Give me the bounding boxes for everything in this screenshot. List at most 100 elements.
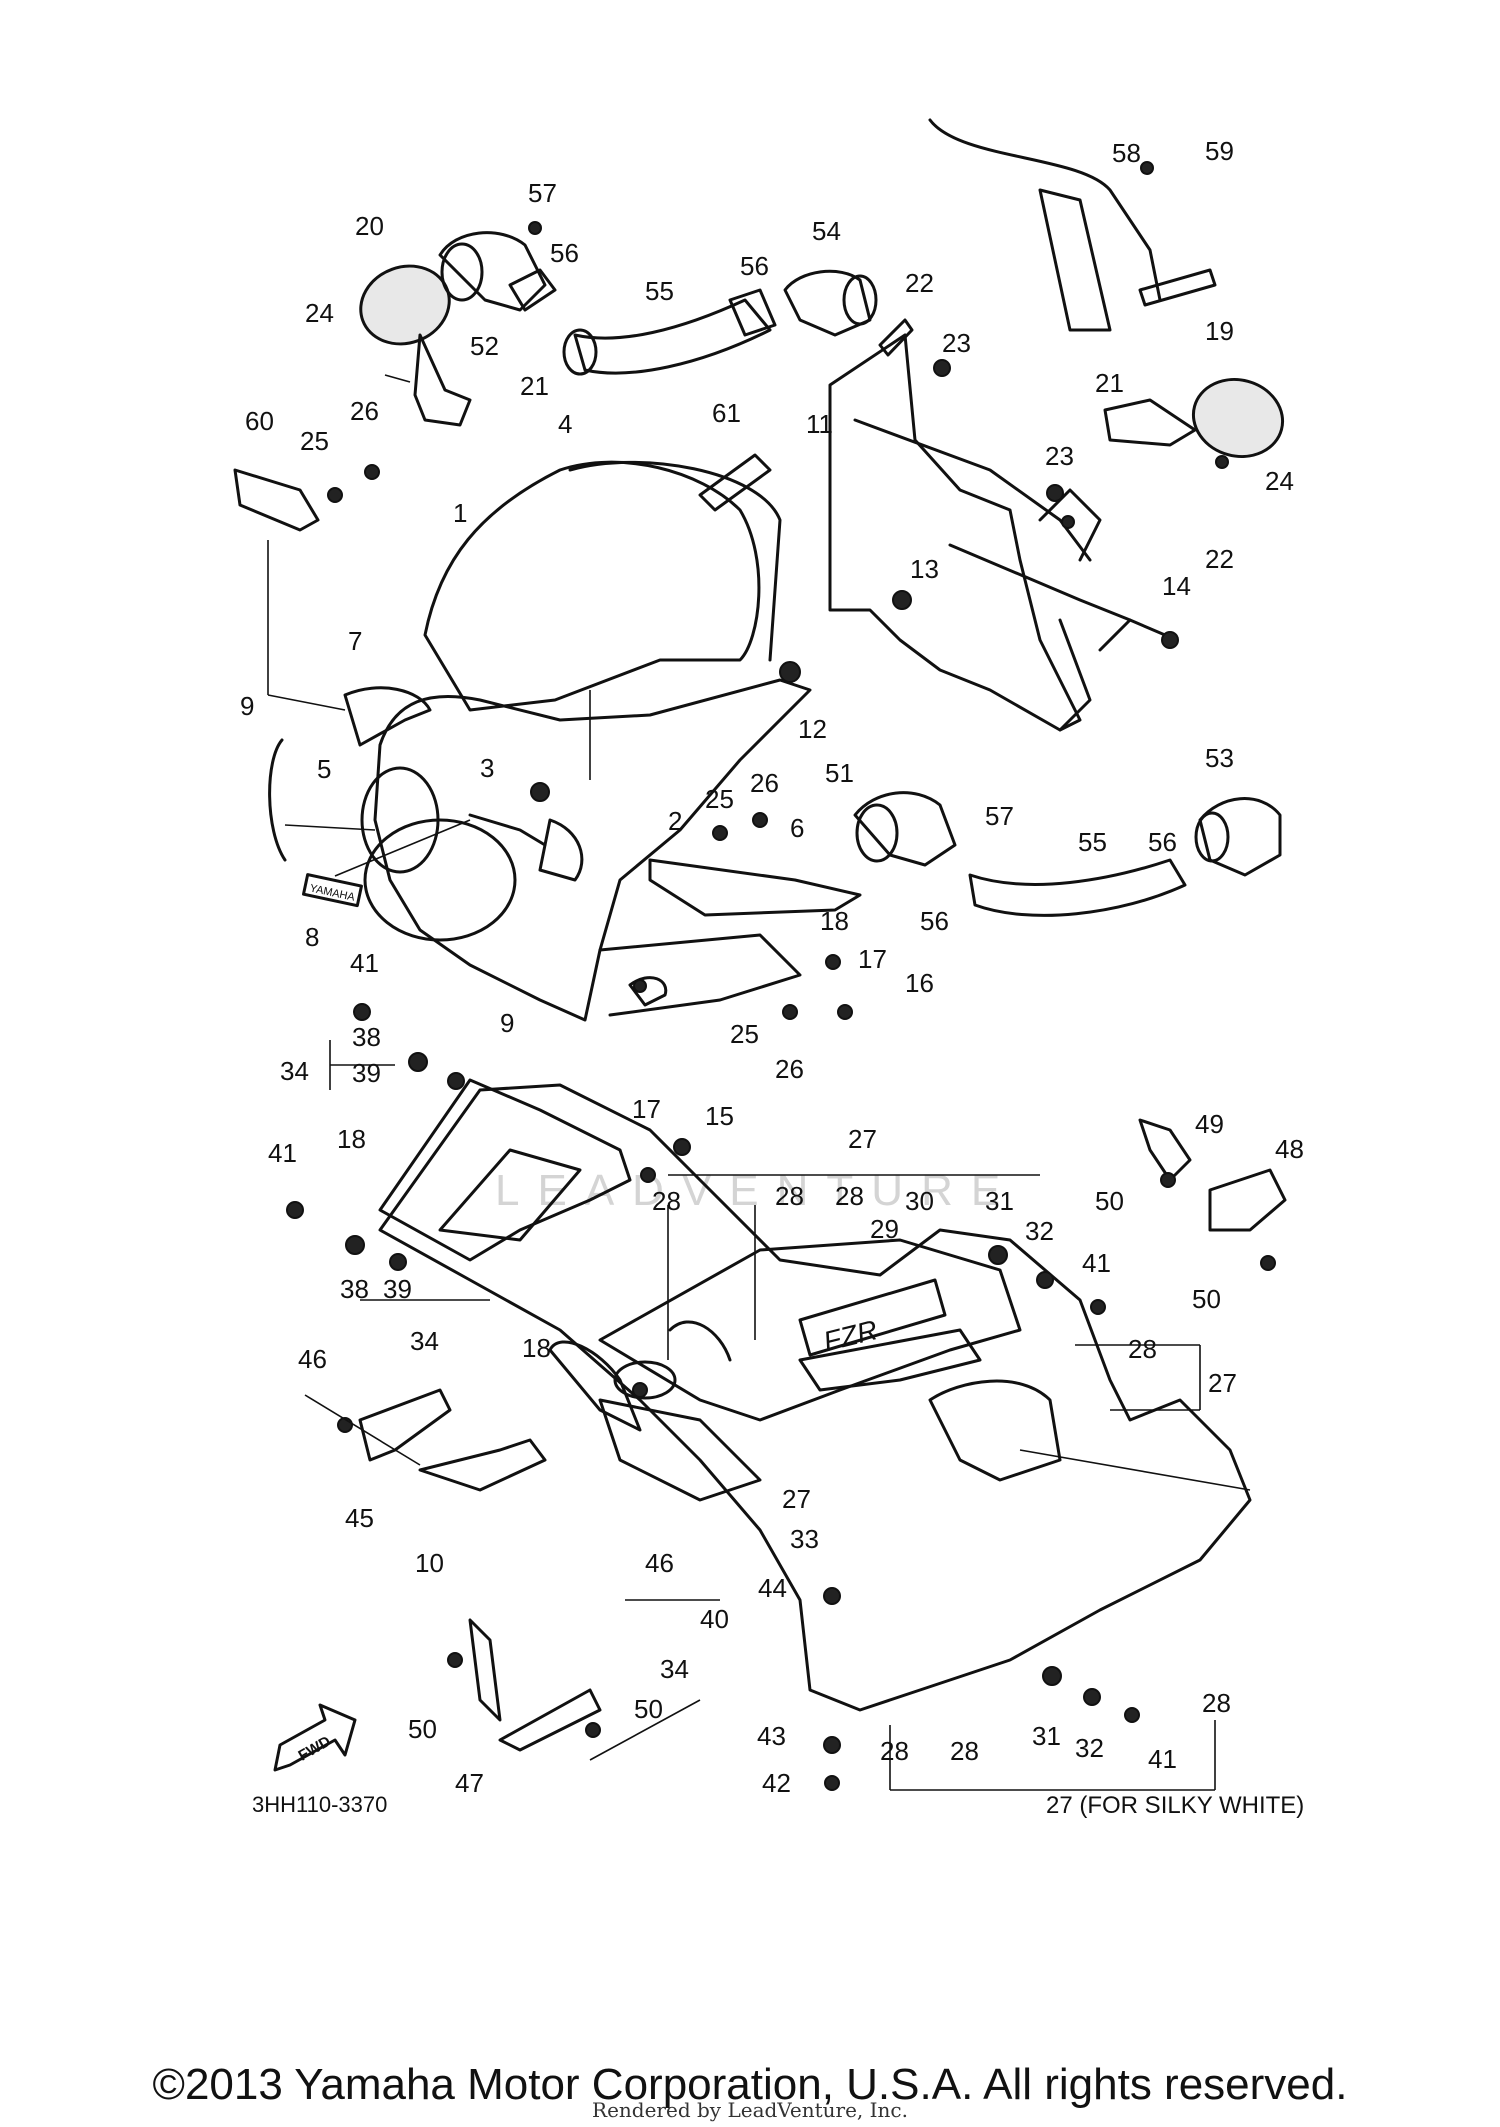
callout-55b: 55 [1078, 827, 1107, 857]
callout-57b: 57 [985, 801, 1014, 831]
callout-10: 10 [415, 1548, 444, 1578]
callout-21: 21 [520, 371, 549, 401]
callout-49: 49 [1195, 1109, 1224, 1139]
air-duct-right-part [783, 269, 878, 337]
callout-33: 33 [790, 1524, 819, 1554]
callout-17: 17 [858, 944, 887, 974]
callout-24: 24 [305, 298, 334, 328]
callout-50b: 50 [1192, 1284, 1221, 1314]
callout-56: 56 [550, 238, 579, 268]
callout-28f: 28 [880, 1736, 909, 1766]
callout-28b: 28 [775, 1181, 804, 1211]
callout-22: 22 [905, 268, 934, 298]
upper-cowling-part [360, 678, 812, 1022]
bracket-10-part [418, 1438, 547, 1492]
callout-27c: 27 [782, 1484, 811, 1514]
callout-11: 11 [806, 409, 833, 439]
callout-21b: 21 [1095, 368, 1124, 398]
bracket-7-part [343, 686, 432, 747]
callout-34c: 34 [660, 1654, 689, 1684]
callout-1: 1 [453, 498, 467, 528]
fasteners [286, 359, 1276, 1791]
callout-43: 43 [757, 1721, 786, 1751]
callouts: 57 20 56 52 55 56 54 22 58 59 24 21 23 1… [240, 136, 1304, 1798]
callout-39: 39 [352, 1058, 381, 1088]
callout-50: 50 [1095, 1186, 1124, 1216]
callout-57: 57 [528, 178, 557, 208]
grommet-12-part [779, 661, 801, 683]
callout-31: 31 [985, 1186, 1014, 1216]
copyright-text: ©2013 Yamaha Motor Corporation, U.S.A. A… [152, 2060, 1348, 2109]
callout-26c: 26 [775, 1054, 804, 1084]
callout-50c: 50 [408, 1714, 437, 1744]
callout-56c: 56 [920, 906, 949, 936]
callout-2: 2 [668, 806, 682, 836]
cowling-stay-part [828, 333, 1132, 732]
watermark-text: LEADVENTURE [495, 1166, 1018, 1215]
callout-30: 30 [905, 1186, 934, 1216]
inner-panel-34-part [378, 1078, 762, 1502]
callout-39b: 39 [383, 1274, 412, 1304]
callout-4: 4 [558, 409, 572, 439]
callout-5: 5 [317, 754, 331, 784]
leader-lines [267, 540, 1251, 1791]
silky-white-note: 27 (FOR SILKY WHITE) [1046, 1792, 1305, 1819]
air-hose-top-part [562, 288, 777, 376]
callout-50d: 50 [634, 1694, 663, 1724]
callout-47: 47 [455, 1768, 484, 1798]
callout-28: 28 [652, 1186, 681, 1216]
bracket-47-part [468, 1618, 502, 1722]
callout-3: 3 [480, 753, 494, 783]
callout-46: 46 [298, 1344, 327, 1374]
callout-28d: 28 [1128, 1334, 1157, 1364]
callout-42: 42 [762, 1768, 791, 1798]
callout-51: 51 [825, 758, 854, 788]
callout-9: 9 [240, 691, 254, 721]
callout-32: 32 [1025, 1216, 1054, 1246]
callout-31b: 31 [1032, 1721, 1061, 1751]
callout-23: 23 [942, 328, 971, 358]
bracket-47b-part [498, 1688, 602, 1752]
fzr-badge-text: FZR [820, 1314, 880, 1357]
windscreen-part [423, 460, 782, 712]
bolt-14-part [1128, 618, 1167, 637]
callout-55: 55 [645, 276, 674, 306]
callout-34: 34 [280, 1056, 309, 1086]
callout-18c: 18 [522, 1333, 551, 1363]
callout-52: 52 [470, 331, 499, 361]
callout-45: 45 [345, 1503, 374, 1533]
callout-38b: 38 [340, 1274, 369, 1304]
callout-61: 61 [712, 398, 741, 428]
callout-27: 27 [848, 1124, 877, 1154]
sticker-61-part [698, 453, 772, 512]
mirror-stay-58-part [928, 118, 1217, 332]
callout-16: 16 [905, 968, 934, 998]
callout-58: 58 [1112, 138, 1141, 168]
callout-15: 15 [705, 1101, 734, 1131]
callout-59: 59 [1205, 136, 1234, 166]
callout-13: 13 [910, 554, 939, 584]
yamaha-badge: YAMAHA [302, 873, 363, 908]
fzr-badge: FZR [798, 1278, 947, 1357]
bracket-60-part [233, 468, 320, 532]
callout-54: 54 [812, 216, 841, 246]
callout-38: 38 [352, 1022, 381, 1052]
callout-28g: 28 [950, 1736, 979, 1766]
callout-60: 60 [245, 406, 274, 436]
callout-56b: 56 [740, 251, 769, 281]
callout-41d: 41 [1148, 1744, 1177, 1774]
callout-34b: 34 [410, 1326, 439, 1356]
callout-12: 12 [798, 714, 827, 744]
callout-56d: 56 [1148, 827, 1177, 857]
bracket-49-part [1138, 1118, 1192, 1182]
callout-24b: 24 [1265, 466, 1294, 496]
callout-19: 19 [1205, 316, 1234, 346]
callout-29: 29 [870, 1214, 899, 1244]
callout-25b: 25 [705, 784, 734, 814]
callout-41b: 41 [268, 1138, 297, 1168]
callout-22b: 22 [1205, 544, 1234, 574]
callout-7: 7 [348, 626, 362, 656]
callout-53: 53 [1205, 743, 1234, 773]
molding-9-left-part [268, 738, 287, 862]
fwd-label: FWD [296, 1733, 334, 1765]
